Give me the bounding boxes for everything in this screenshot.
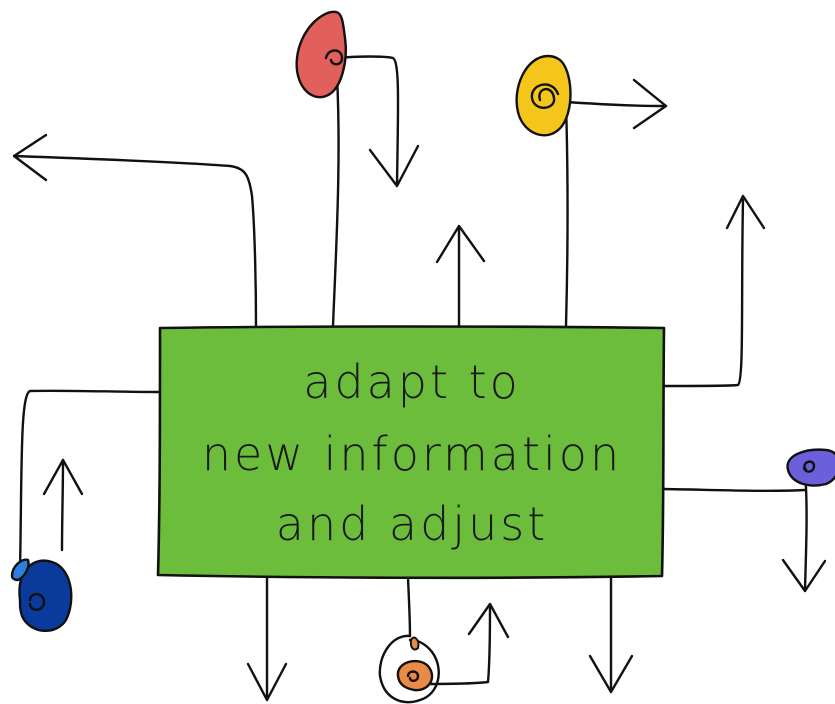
light-blue-drop (10, 558, 30, 582)
navy-swirl (10, 558, 73, 633)
purple-swirl-blob (786, 448, 835, 487)
arrow-left-top (12, 133, 258, 328)
arrow-orange-up (378, 576, 510, 704)
red-swirl (295, 10, 347, 99)
navy-swirl-blob (18, 559, 73, 633)
arrow-left-lower-up (18, 389, 162, 572)
arrow-right-upper-up (662, 194, 766, 388)
arrow-bottom-right-down (588, 576, 634, 694)
yellow-swirl (515, 54, 572, 137)
arrow-bottom-left-down (246, 576, 288, 702)
center-box: adapt to new information and adjust (156, 325, 666, 580)
box-text-line-3: and adjust (276, 497, 549, 551)
purple-swirl (786, 448, 835, 487)
orange-swirl-blob (396, 659, 434, 692)
red-swirl-blob (295, 10, 347, 99)
orange-swirl (396, 636, 434, 692)
box-text-line-2: new information (202, 427, 622, 481)
arrow-purple-down (662, 468, 827, 593)
arrow-red-down (331, 55, 420, 328)
center-box-shape (156, 325, 666, 580)
orange-swirl-tip (409, 636, 420, 651)
box-text-line-1: adapt to (303, 355, 521, 409)
arrow-top-center-up (435, 224, 486, 328)
yellow-swirl-blob (515, 54, 572, 137)
